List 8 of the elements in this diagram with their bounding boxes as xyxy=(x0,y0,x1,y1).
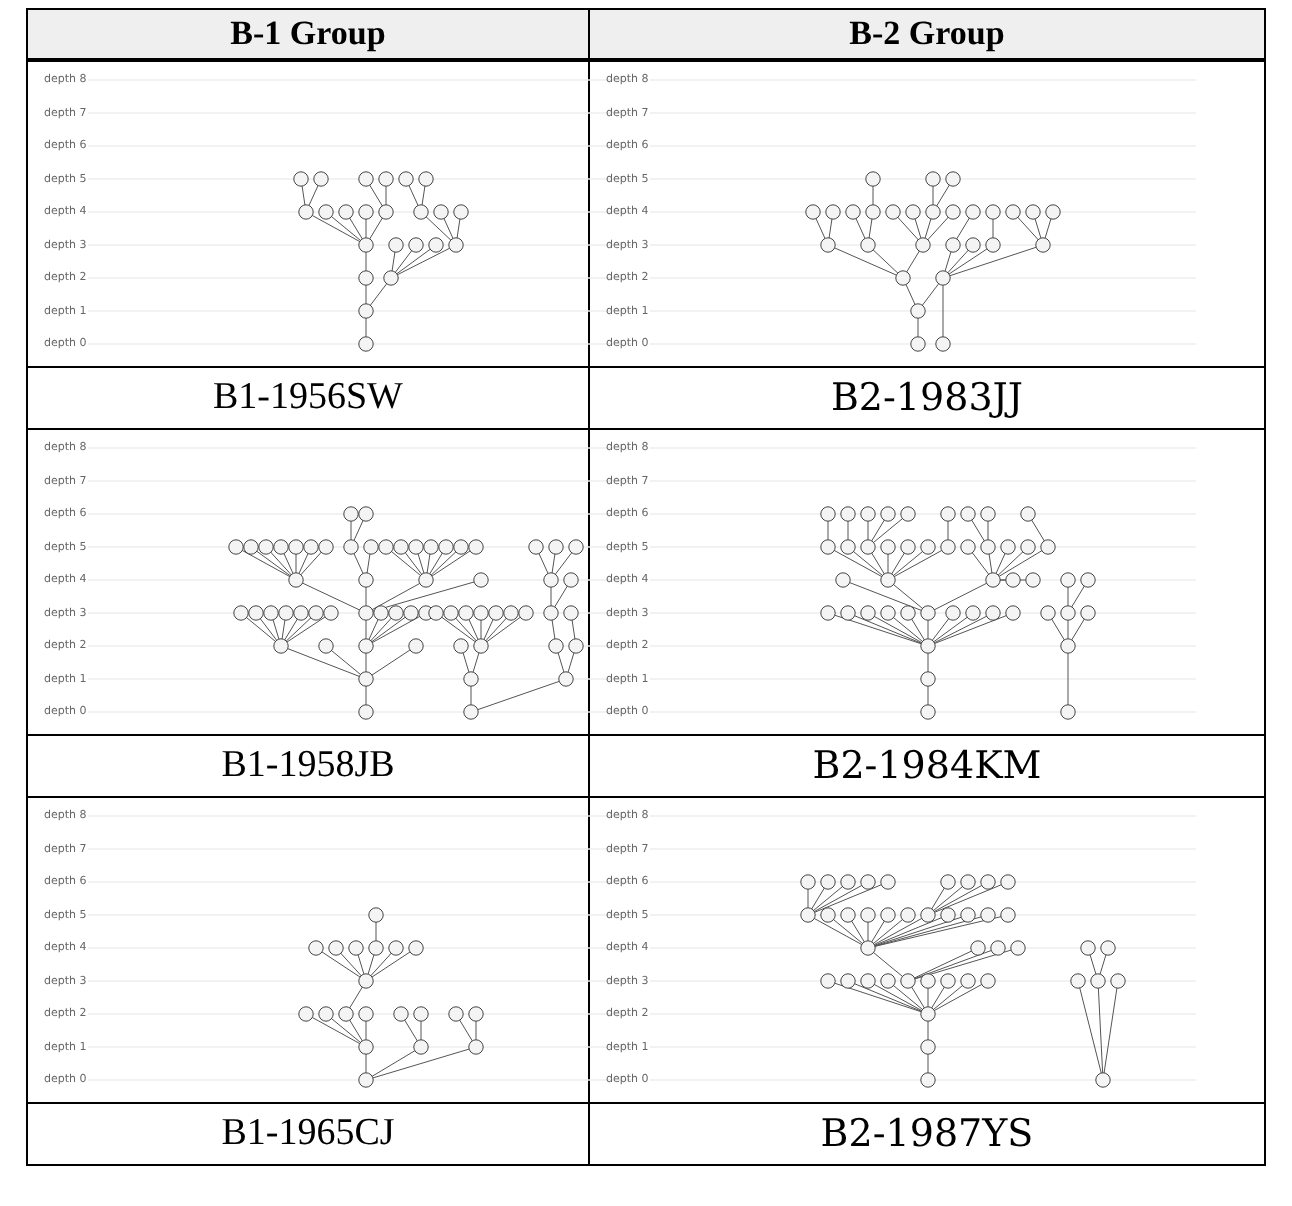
column-header: B-2 Group xyxy=(588,9,1265,60)
sample-caption: B2-1983JJ xyxy=(830,375,1024,419)
sample-caption: B1-1958JB xyxy=(221,744,395,788)
sample-caption: B1-1965CJ xyxy=(221,1112,395,1156)
sample-caption: B1-1956SW xyxy=(212,376,403,420)
sample-caption: B2-1987YS xyxy=(820,1111,1034,1155)
column-header: B-1 Group xyxy=(27,9,589,60)
sample-caption: B2-1984KM xyxy=(812,743,1042,787)
